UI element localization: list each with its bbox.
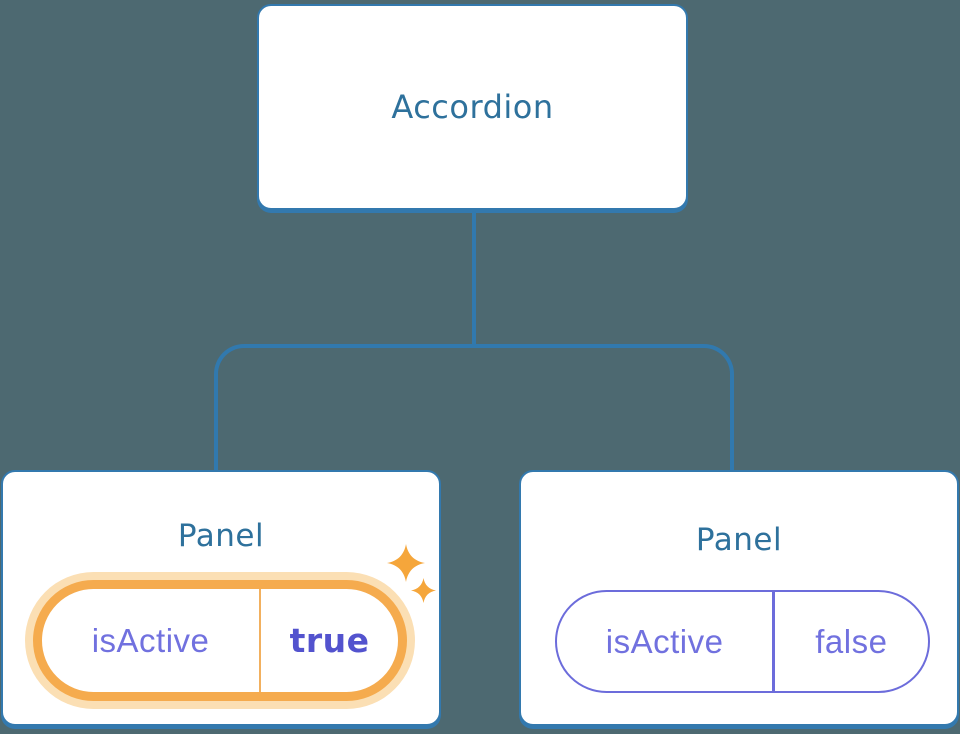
sparkles-icon	[387, 544, 443, 608]
sparkle-icon-small	[411, 578, 436, 603]
accordion-node: Accordion	[257, 4, 688, 210]
state-key: isActive	[91, 621, 210, 659]
pill-divider	[772, 592, 775, 691]
state-pill-inactive: isActive false	[555, 590, 930, 693]
tree-connector-branch	[214, 344, 734, 470]
state-value: true	[289, 621, 370, 660]
accordion-node-label: Accordion	[391, 88, 554, 126]
pill-divider	[259, 589, 262, 692]
state-pill-active: isActive true	[33, 580, 407, 701]
panel-node-active: Panel isActive true	[1, 470, 441, 726]
state-key: isActive	[605, 622, 724, 660]
state-value: false	[815, 622, 888, 660]
sparkle-icon-large	[387, 544, 425, 582]
panel-node-label: Panel	[177, 518, 265, 554]
panel-node-label: Panel	[695, 522, 783, 558]
panel-node-inactive: Panel isActive false	[519, 470, 959, 726]
tree-connector-stem	[472, 211, 476, 346]
